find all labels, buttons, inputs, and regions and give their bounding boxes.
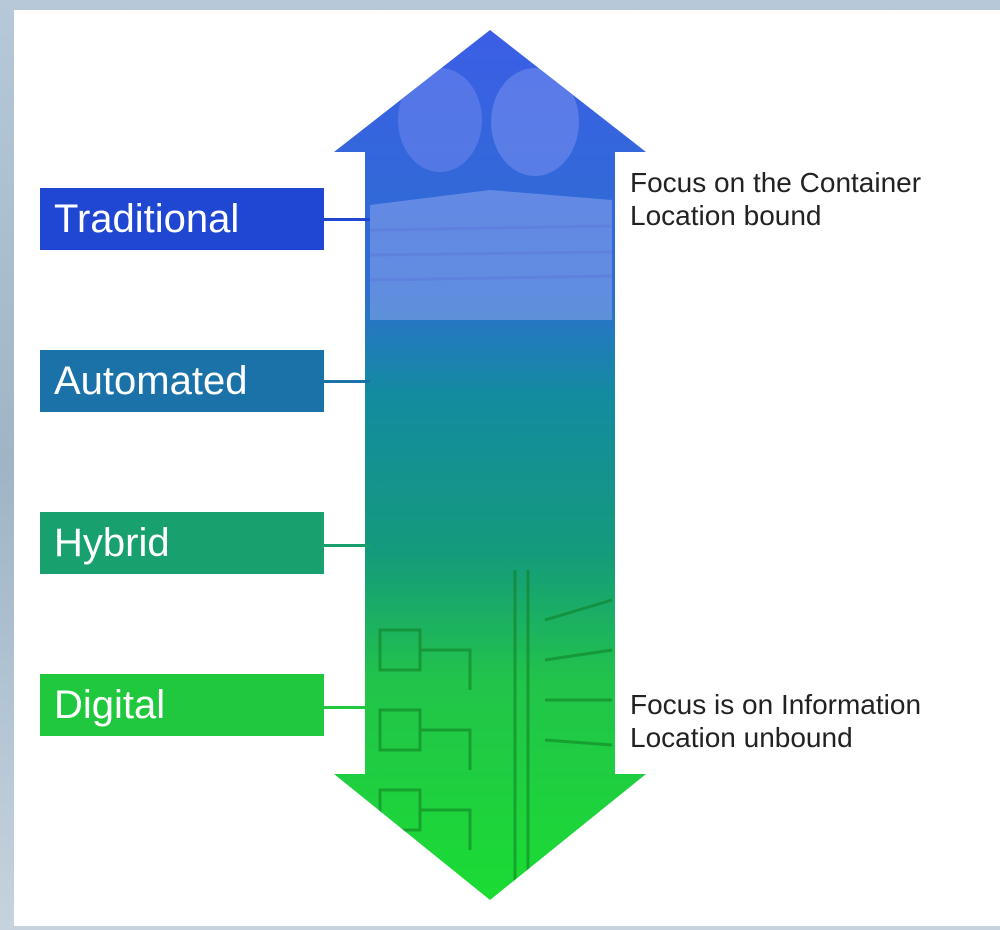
stage-label-automated: Automated [40, 350, 324, 412]
connector-traditional [324, 218, 370, 221]
bottom-note: Focus is on Information Location unbound [630, 688, 1000, 754]
arrow-imagery [369, 68, 613, 900]
bottom-note-line2: Location unbound [630, 722, 853, 753]
top-note-line2: Location bound [630, 200, 822, 231]
arrow-body [334, 30, 646, 900]
stage-label-hybrid: Hybrid [40, 512, 324, 574]
top-note: Focus on the Container Location bound [630, 166, 1000, 232]
bottom-note-line1: Focus is on Information [630, 689, 922, 720]
stage-label-traditional: Traditional [40, 188, 324, 250]
connector-automated [324, 380, 370, 383]
connector-hybrid [324, 544, 370, 547]
top-note-line1: Focus on the Container [630, 167, 922, 198]
stage-label-digital: Digital [40, 674, 324, 736]
connector-digital [324, 706, 370, 709]
